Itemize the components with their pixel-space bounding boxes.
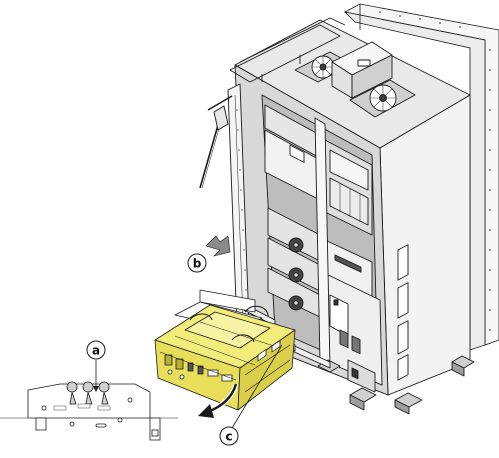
callout-c: c <box>219 344 283 446</box>
keyhole-slots <box>66 381 110 405</box>
callout-b-label: b <box>193 257 202 271</box>
door-arm <box>199 95 233 189</box>
panel-rivets <box>379 11 491 331</box>
internal-equipment <box>264 104 383 393</box>
callout-a-label: a <box>92 344 100 358</box>
callout-b: b <box>187 253 207 273</box>
callout-a: a <box>86 340 106 392</box>
module-front-ports <box>159 351 237 382</box>
callout-c-label: c <box>225 430 232 444</box>
top-frame <box>229 17 346 83</box>
cabinet-feet <box>317 355 475 415</box>
push-direction-arrow-icon <box>205 235 231 257</box>
top-fan-right <box>349 79 416 118</box>
top-duct <box>331 41 393 99</box>
curved-rotation-arrow-icon <box>198 383 239 418</box>
side-vents <box>397 244 409 381</box>
bracket-detail-inset <box>0 381 178 441</box>
